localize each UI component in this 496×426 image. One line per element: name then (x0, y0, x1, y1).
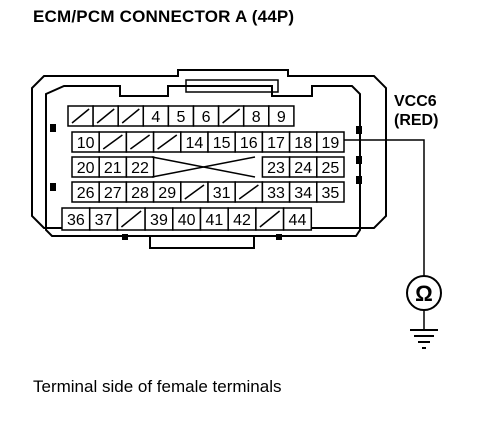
terminal-number: 6 (202, 109, 211, 126)
terminal-number: 22 (131, 160, 149, 177)
terminal-number: 15 (213, 135, 231, 152)
terminal-number: 31 (213, 185, 231, 202)
terminal-cavity (316, 156, 345, 178)
terminal-number: 37 (95, 212, 113, 229)
ground-symbol (410, 329, 438, 349)
terminal-number: 40 (178, 212, 196, 229)
empty-terminal-slash (121, 108, 140, 124)
empty-terminal-slash (129, 134, 151, 150)
probe-label: VCC6 (RED) (394, 92, 438, 130)
terminal-number: 25 (322, 160, 340, 177)
terminal-number: 16 (240, 135, 258, 152)
terminal-number: 44 (289, 212, 307, 229)
blank-cavity-cross (151, 156, 256, 178)
terminal-number: 27 (104, 185, 122, 202)
terminal-number: 17 (267, 135, 285, 152)
terminal-number: 35 (322, 185, 340, 202)
terminal-number: 42 (233, 212, 251, 229)
wire-color: (RED) (394, 112, 439, 129)
terminal-number: 36 (67, 212, 85, 229)
probe-wire (344, 139, 425, 330)
diagram-caption: Terminal side of female terminals (33, 377, 282, 396)
terminal-cavity (268, 105, 295, 127)
terminal-number: 29 (158, 185, 176, 202)
empty-terminal-slash (157, 134, 178, 150)
terminal-cavity (125, 156, 155, 178)
diagram-title: ECM/PCM CONNECTOR A (44P) (33, 7, 295, 26)
terminal-number: 18 (294, 135, 312, 152)
terminal-number: 28 (131, 185, 149, 202)
terminal-number: 23 (267, 160, 285, 177)
empty-terminal-slash (71, 108, 90, 124)
empty-terminal-slash (120, 210, 142, 228)
ohm-symbol: Ω (415, 281, 433, 306)
terminal-number: 24 (294, 160, 312, 177)
empty-terminal-slash (222, 108, 241, 124)
terminal-number: 34 (294, 185, 312, 202)
terminal-number: 14 (186, 135, 204, 152)
signal-name: VCC6 (394, 93, 437, 110)
latch-tabs (50, 124, 362, 240)
terminal-number: 41 (205, 212, 223, 229)
terminal-cavity (282, 207, 313, 231)
empty-terminal-slash (96, 108, 115, 124)
terminal-cavity (316, 181, 345, 203)
terminal-number: 26 (77, 185, 95, 202)
empty-terminal-slash (102, 134, 123, 150)
terminal-number: 19 (322, 135, 340, 152)
connector-housing (31, 69, 387, 249)
ohm-meter: Ω (406, 275, 442, 311)
empty-terminal-slash (238, 184, 259, 200)
terminal-number: 21 (104, 160, 122, 177)
empty-terminal-slash (184, 184, 205, 200)
terminal-number: 39 (150, 212, 168, 229)
empty-terminal-slash (259, 210, 281, 228)
terminal-number: 10 (77, 135, 95, 152)
terminal-number: 9 (277, 109, 286, 126)
terminal-number: 20 (77, 160, 95, 177)
terminal-cavity (316, 131, 345, 153)
terminal-number: 8 (252, 109, 261, 126)
terminal-number: 5 (176, 109, 185, 126)
terminal-number: 4 (151, 109, 160, 126)
terminal-number: 33 (267, 185, 285, 202)
